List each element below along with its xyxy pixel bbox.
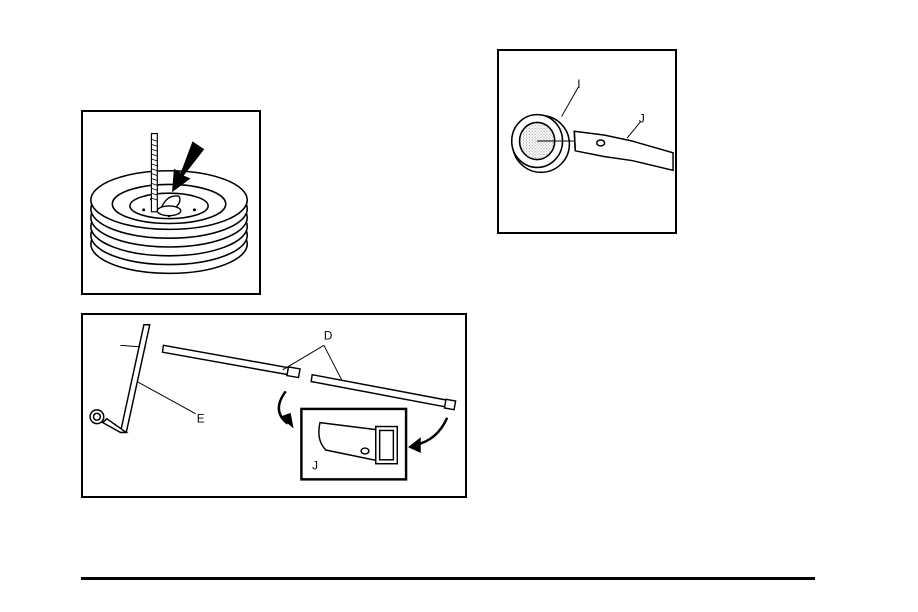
jack-handle-drawing: D E J	[83, 315, 465, 496]
callout-d-label: D	[324, 329, 332, 342]
callout-i-label: I	[577, 78, 580, 91]
callout-e-label: E	[197, 413, 205, 426]
jack-socket-illustration: I J	[497, 49, 677, 234]
spare-tire-drawing	[83, 112, 259, 293]
page-footer-rule	[81, 577, 815, 580]
callout-j-socket-label: J	[639, 112, 645, 125]
spare-tire-illustration	[81, 110, 261, 295]
jack-handle-extension-illustration: D E J	[81, 313, 467, 498]
jack-socket-drawing: I J	[499, 51, 675, 232]
callout-j-label: J	[312, 460, 318, 473]
